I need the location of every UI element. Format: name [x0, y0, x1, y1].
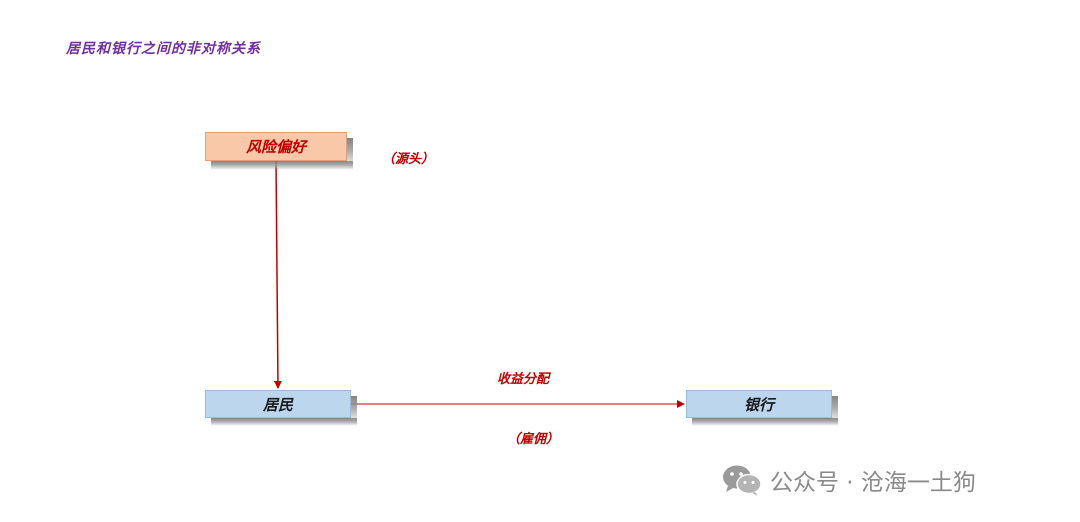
employment-label: （雇佣）: [507, 432, 560, 447]
risk-box-shadow: [211, 161, 353, 170]
diagram-title: 居民和银行之间的非对称关系: [66, 41, 261, 57]
bank-box-side-shadow: [832, 396, 838, 424]
income-distribution-label: 收益分配: [497, 372, 550, 387]
source-label: （源头）: [382, 152, 435, 167]
risk-preference-node: 风险偏好: [205, 132, 347, 161]
resident-box-shadow: [211, 418, 357, 426]
risk-box-side-shadow: [347, 138, 353, 168]
bank-box-shadow: [692, 418, 838, 426]
resident-box-side-shadow: [351, 396, 357, 424]
bank-node: 银行: [686, 390, 832, 418]
arrow-risk-to-resident: [273, 160, 282, 389]
watermark-text: 公众号 · 沧海一土狗: [770, 470, 976, 496]
resident-node: 居民: [205, 390, 351, 418]
watermark: 公众号 · 沧海一土狗: [722, 463, 976, 497]
wechat-icon: [723, 465, 762, 496]
